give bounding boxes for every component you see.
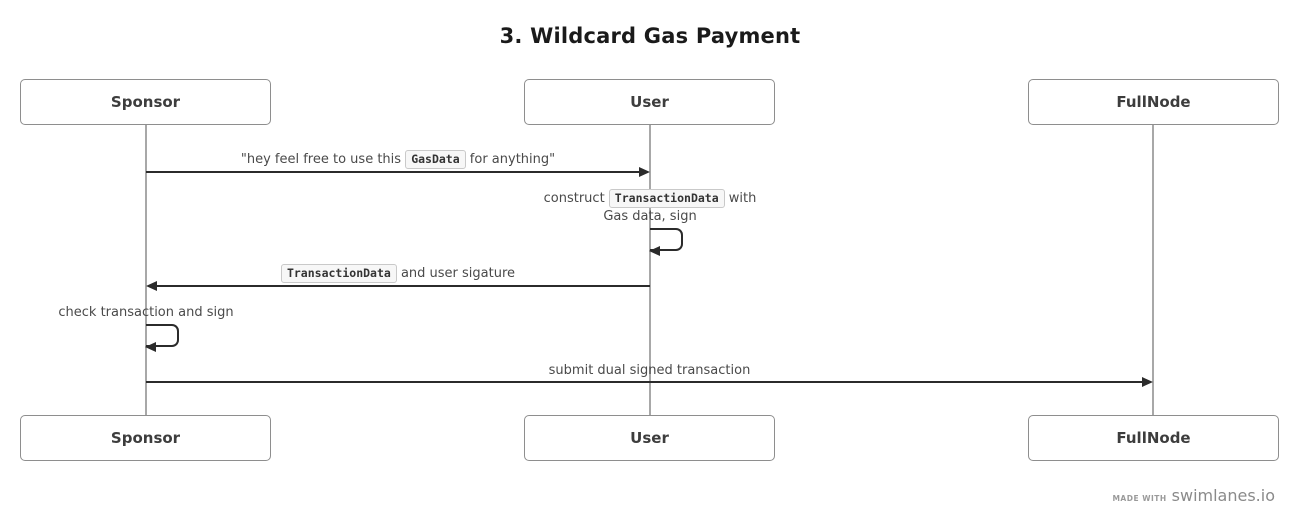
arrow-sponsor-to-fullnode <box>146 381 1144 383</box>
message-text: submit dual signed transaction <box>548 363 751 378</box>
code-chip-transactiondata: TransactionData <box>608 189 725 208</box>
swimlanes-branding-link[interactable]: made with swimlanes.io <box>1112 486 1275 505</box>
message-text: check transaction and sign <box>58 305 234 320</box>
code-chip-gasdata: GasData <box>405 150 466 169</box>
message-label-submit-transaction: submit dual signed transaction <box>146 362 1153 380</box>
message-label-transactiondata-signature: TransactionData and user sigature <box>146 264 650 283</box>
message-label-gasdata-offer: "hey feel free to use this GasData for a… <box>146 150 650 169</box>
lifeline-sponsor <box>145 125 147 415</box>
message-text: and user sigature <box>396 266 516 281</box>
arrowhead-right-icon <box>1142 376 1153 387</box>
made-with-label: made with <box>1112 494 1167 503</box>
lifeline-user <box>649 125 651 415</box>
actor-label-fullnode: FullNode <box>1116 429 1191 447</box>
arrow-sponsor-to-user <box>146 171 641 173</box>
actor-box-fullnode-top: FullNode <box>1028 79 1279 125</box>
actor-label-user: User <box>630 429 669 447</box>
message-label-check-transaction: check transaction and sign <box>26 304 266 322</box>
code-chip-transactiondata: TransactionData <box>280 264 397 283</box>
message-text: with Gas data, sign <box>603 191 757 224</box>
actor-box-sponsor-bottom: Sponsor <box>20 415 271 461</box>
arrow-user-to-sponsor <box>155 285 650 287</box>
arrowhead-left-icon <box>146 280 157 291</box>
actor-box-fullnode-bottom: FullNode <box>1028 415 1279 461</box>
lifeline-fullnode <box>1152 125 1154 415</box>
swimlanes-logo-text[interactable]: swimlanes.io <box>1171 486 1275 505</box>
actor-label-user: User <box>630 93 669 111</box>
message-text: construct <box>543 191 609 206</box>
arrowhead-left-icon <box>649 246 660 256</box>
arrowhead-left-icon <box>145 342 156 352</box>
message-text: for anything" <box>465 152 556 167</box>
message-text: "hey feel free to use this <box>240 152 406 167</box>
actor-box-user-top: User <box>524 79 775 125</box>
actor-label-fullnode: FullNode <box>1116 93 1191 111</box>
self-loop-sponsor <box>145 324 179 352</box>
arrowhead-right-icon <box>639 166 650 177</box>
actor-box-user-bottom: User <box>524 415 775 461</box>
message-label-construct-transactiondata: construct TransactionData with Gas data,… <box>530 189 770 226</box>
self-loop-user <box>649 228 683 256</box>
actor-label-sponsor: Sponsor <box>110 93 181 111</box>
actor-label-sponsor: Sponsor <box>110 429 181 447</box>
diagram-title: 3. Wildcard Gas Payment <box>499 24 801 48</box>
actor-box-sponsor-top: Sponsor <box>20 79 271 125</box>
